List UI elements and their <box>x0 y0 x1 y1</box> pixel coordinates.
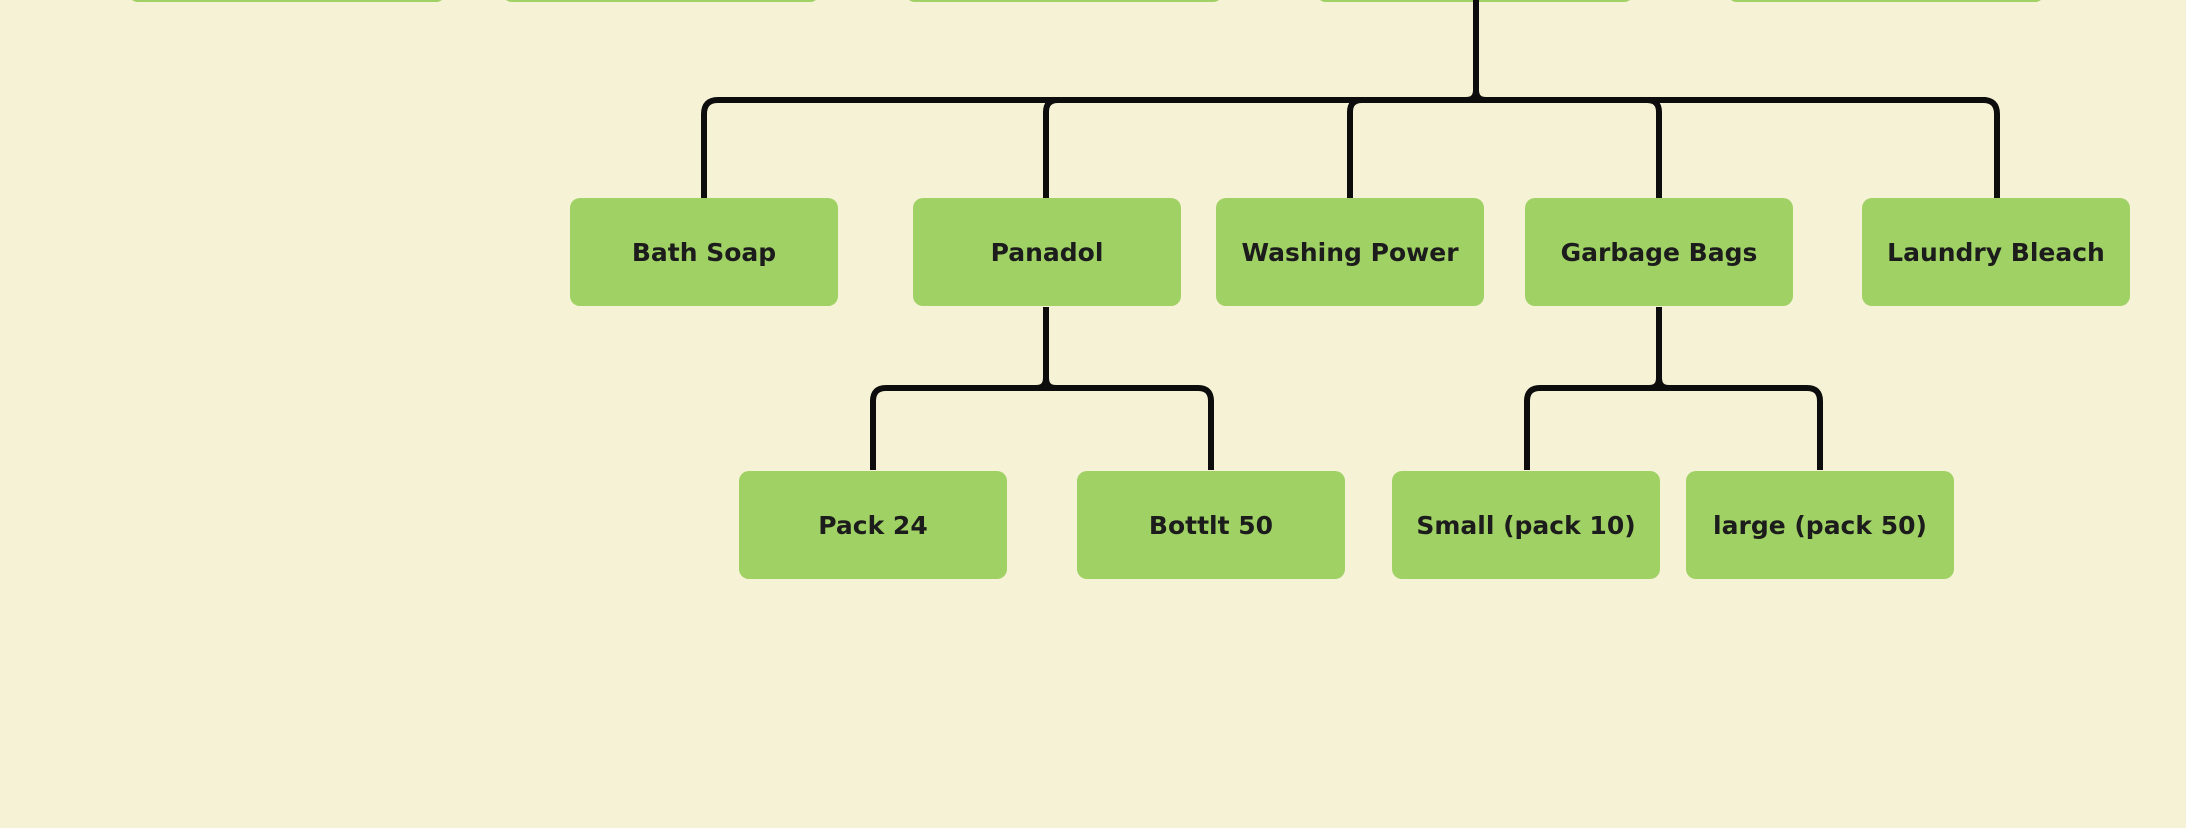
node-label: Pack 24 <box>818 510 928 540</box>
clipped-top-node-3 <box>905 0 1223 2</box>
node-small-pack-10[interactable]: Small (pack 10) <box>1392 471 1660 579</box>
connector-to-bath-soap <box>701 97 719 198</box>
connector-to-laundry-bleach <box>1982 97 2000 198</box>
connector-to-large-pack <box>1806 385 1823 470</box>
node-label: Panadol <box>990 237 1104 267</box>
node-label: Garbage Bags <box>1560 237 1758 267</box>
node-washing-power[interactable]: Washing Power <box>1216 198 1484 306</box>
node-label: large (pack 50) <box>1713 510 1927 540</box>
connector-to-pack-24 <box>870 385 887 470</box>
connector-to-washing-power <box>1347 97 1363 198</box>
clipped-top-node-2 <box>502 0 820 2</box>
node-label: Bottlt 50 <box>1148 510 1274 540</box>
connector-parent-trunk <box>1465 0 1487 103</box>
connector-to-garbage-bags <box>1646 97 1662 198</box>
clipped-top-node-5 <box>1727 0 2045 2</box>
node-label: Bath Soap <box>631 237 777 267</box>
connector-to-panadol <box>1043 97 1059 198</box>
node-bath-soap[interactable]: Bath Soap <box>570 198 838 306</box>
connector-garbage-trunk <box>1648 307 1670 391</box>
node-label: Washing Power <box>1241 237 1459 267</box>
node-laundry-bleach[interactable]: Laundry Bleach <box>1862 198 2130 306</box>
connector-to-bottlt-50 <box>1197 385 1214 470</box>
node-large-pack-50[interactable]: large (pack 50) <box>1686 471 1954 579</box>
node-label: Laundry Bleach <box>1887 237 2105 267</box>
connector-to-small-pack <box>1524 385 1541 470</box>
node-bottlt-50[interactable]: Bottlt 50 <box>1077 471 1345 579</box>
node-garbage-bags[interactable]: Garbage Bags <box>1525 198 1793 306</box>
clipped-top-node-1 <box>128 0 446 2</box>
node-label: Small (pack 10) <box>1416 510 1636 540</box>
node-pack-24[interactable]: Pack 24 <box>739 471 1007 579</box>
connector-panadol-trunk <box>1035 307 1057 391</box>
node-panadol[interactable]: Panadol <box>913 198 1181 306</box>
